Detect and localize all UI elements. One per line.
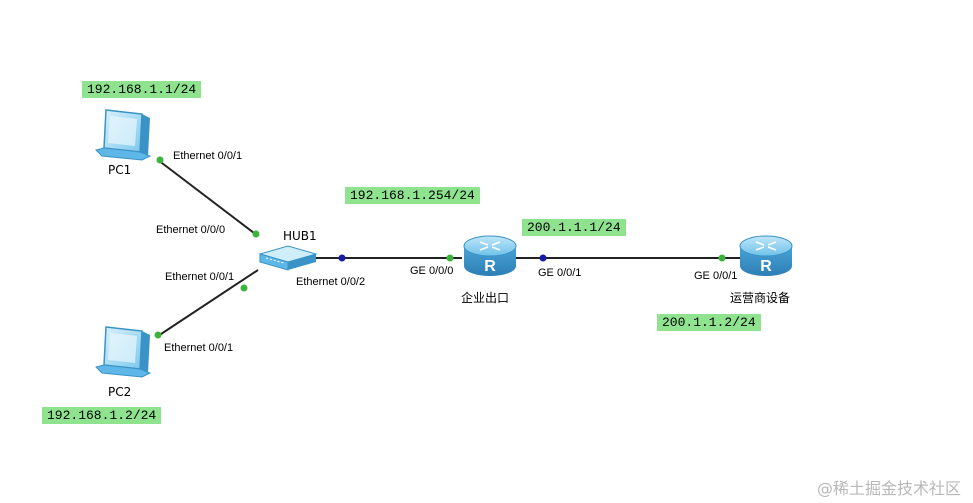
hub-eth2-label: Ethernet 0/0/2	[296, 276, 366, 288]
pc2-ip-label: 192.168.1.2/24	[42, 407, 162, 424]
hub-eth1-label: Ethernet 0/0/1	[165, 271, 235, 283]
pc1-port-label: Ethernet 0/0/1	[173, 150, 243, 162]
link-pc1-hub	[157, 159, 259, 237]
hub-label: HUB1	[283, 229, 317, 243]
router1-ge000-ip-label: 192.168.1.254/24	[345, 187, 480, 204]
hub-icon[interactable]	[258, 245, 318, 271]
svg-text:R: R	[760, 258, 772, 275]
router2-label: 运营商设备	[730, 291, 791, 305]
port-dot-r1-ge001	[539, 254, 547, 262]
pc1-ip-label: 192.168.1.1/24	[82, 81, 202, 98]
router1-icon[interactable]: R	[463, 235, 517, 276]
router2-ge001-label: GE 0/0/1	[694, 270, 738, 282]
pc2-icon[interactable]	[95, 326, 152, 378]
pc2-port-label: Ethernet 0/0/1	[164, 342, 234, 354]
router2-ip-label: 200.1.1.2/24	[657, 314, 761, 331]
port-dots	[154, 156, 726, 339]
router1-ge000-label: GE 0/0/0	[410, 265, 454, 277]
hub-eth0-label: Ethernet 0/0/0	[156, 224, 226, 236]
port-dot-r1-ge000	[446, 254, 454, 262]
router2-icon[interactable]: R	[739, 235, 793, 276]
port-dot-hub-eth2	[338, 254, 346, 262]
links	[157, 159, 740, 337]
port-dot-r2-ge001	[718, 254, 726, 262]
link-pc2-hub	[157, 269, 259, 337]
router1-ge001-ip-label: 200.1.1.1/24	[522, 219, 626, 236]
router1-label: 企业出口	[461, 291, 510, 305]
port-dot-hub-eth1	[240, 284, 248, 292]
svg-text:R: R	[484, 258, 496, 275]
port-dot-pc1	[156, 156, 164, 164]
pc1-label: PC1	[108, 163, 132, 177]
port-dot-pc2	[154, 331, 162, 339]
pc2-label: PC2	[108, 385, 132, 399]
port-dot-hub-eth0	[252, 230, 260, 238]
watermark: @稀土掘金技术社区	[816, 479, 961, 498]
router1-ge001-label: GE 0/0/1	[538, 267, 582, 279]
pc1-icon[interactable]	[95, 109, 152, 161]
